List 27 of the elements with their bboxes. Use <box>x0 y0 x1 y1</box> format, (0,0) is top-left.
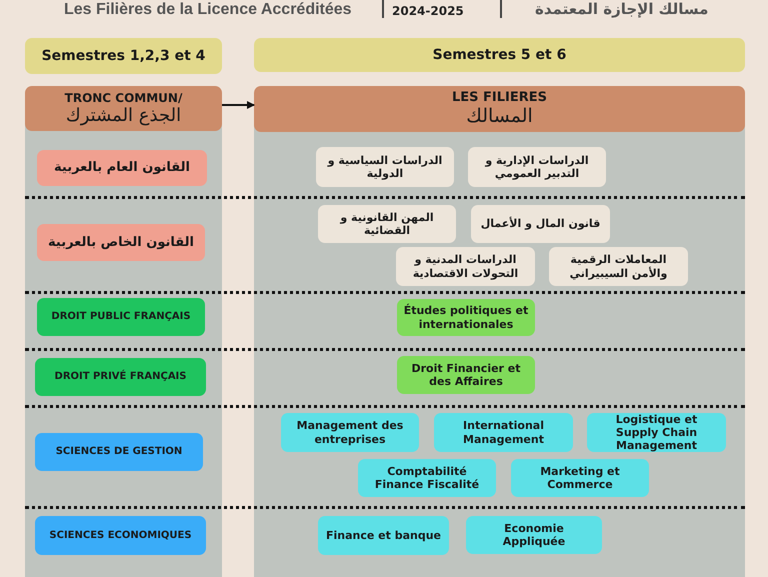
track-box: Finance et banque <box>318 516 449 555</box>
track-box: المهن القانونية و القضائية <box>318 205 456 243</box>
track-box: الدراسات المدنية و التحولات الاقتصادية <box>396 247 535 286</box>
track-box: Études politiques et internationales <box>397 299 535 336</box>
year-label: 2024-2025 <box>392 3 464 20</box>
track-box: Comptabilité Finance Fiscalité <box>358 459 496 497</box>
track-box: Economie Appliquée <box>466 516 602 554</box>
program-box: DROIT PRIVÉ FRANÇAIS <box>35 358 206 396</box>
title: Les Filières de la Licence Accréditées <box>64 1 352 19</box>
semester-header: Semestres 1,2,3 et 4 <box>25 38 222 74</box>
program-box: DROIT PUBLIC FRANÇAIS <box>37 298 205 336</box>
program-box: القانون العام بالعربية <box>37 150 207 186</box>
track-box: الدراسات الإدارية و التدبير العمومي <box>468 147 606 187</box>
track-box: قانون المال و الأعمال <box>471 205 610 243</box>
arrow <box>222 101 255 109</box>
program-box: SCIENCES DE GESTION <box>35 433 203 471</box>
program-box: القانون الخاص بالعربية <box>37 224 205 261</box>
track-box: الدراسات السياسية و الدولية <box>316 147 454 187</box>
program-box: SCIENCES ECONOMIQUES <box>35 516 206 555</box>
semester-header: Semestres 5 et 6 <box>254 38 745 72</box>
track-box: International Management <box>434 413 573 452</box>
track-box: Droit Financier et des Affaires <box>397 356 535 394</box>
track-box: Management des entreprises <box>281 413 419 452</box>
track-box: المعاملات الرقمية والأمن السيبيراني <box>549 247 688 286</box>
track-box: Logistique et Supply Chain Management <box>587 413 726 452</box>
arabic-title: مسالك الإجازة المعتمدة <box>535 0 708 18</box>
track-box: Marketing et Commerce <box>511 459 649 497</box>
